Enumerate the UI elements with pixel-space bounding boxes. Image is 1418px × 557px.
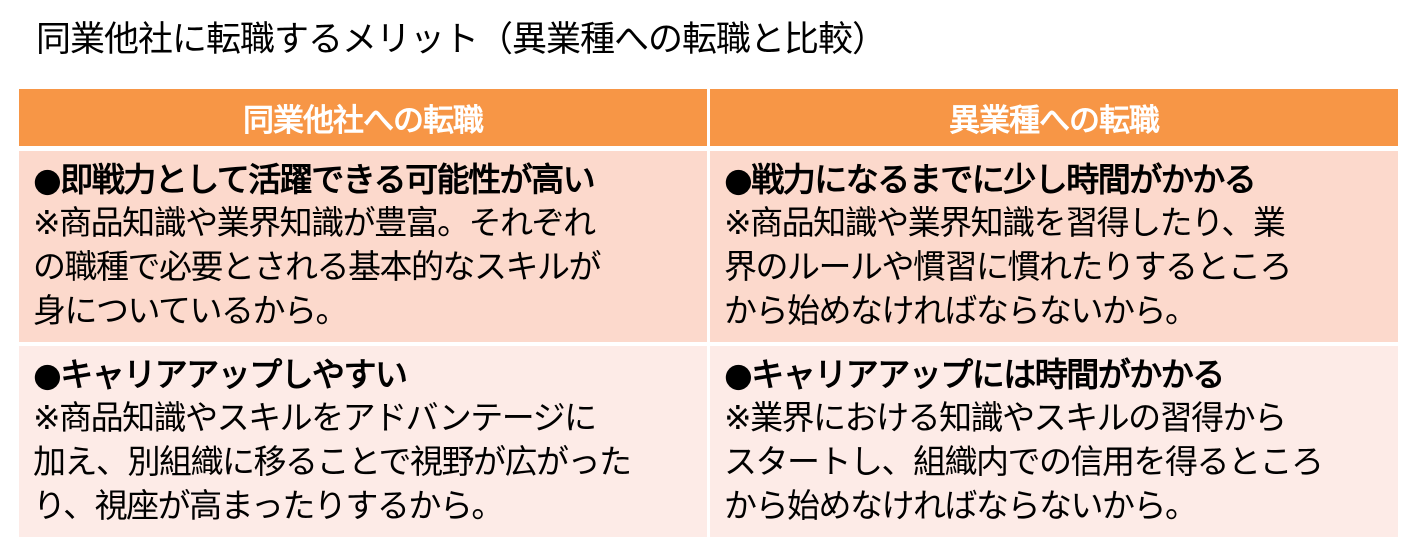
body-line: から始めなければならないから。 <box>724 486 1198 525</box>
cell-body: ※商品知識や業界知識を習得したり、業 界のルールや慣習に慣れたりするところ から… <box>724 201 1386 333</box>
table-row: ●即戦力として活躍できる可能性が高い ※商品知識や業界知識が豊富。それぞれ の職… <box>19 151 1398 342</box>
body-line: 界のルールや慣習に慣れたりするところ <box>724 247 1293 286</box>
comparison-table: 同業他社への転職 異業種への転職 ●即戦力として活躍できる可能性が高い ※商品知… <box>19 89 1398 537</box>
table-row: ●キャリアアップしやすい ※商品知識やスキルをアドバンテージに 加え、別組織に移… <box>19 346 1398 537</box>
cell-body: ※商品知識や業界知識が豊富。それぞれ の職種で必要とされる基本的なスキルが 身に… <box>33 201 695 333</box>
page-title: 同業他社に転職するメリット（異業種への転職と比較） <box>36 20 887 60</box>
header-same-industry: 同業他社への転職 <box>19 89 707 146</box>
cell-heading: ●戦力になるまでに少し時間がかかる <box>724 160 1257 199</box>
body-line: ※業界における知識やスキルの習得から <box>724 398 1287 437</box>
cell-heading: ●即戦力として活躍できる可能性が高い <box>33 160 596 199</box>
body-line: スタートし、組織内での信用を得るところ <box>724 442 1324 481</box>
header-different-industry: 異業種への転職 <box>710 89 1398 146</box>
body-line: の職種で必要とされる基本的なスキルが <box>33 247 602 286</box>
body-line: から始めなければならないから。 <box>724 291 1198 330</box>
cell-heading: ●キャリアアップしやすい <box>33 355 408 394</box>
cell-different-industry-takes-time: ●戦力になるまでに少し時間がかかる ※商品知識や業界知識を習得したり、業 界のル… <box>710 151 1398 342</box>
cell-different-industry-career-up-slow: ●キャリアアップには時間がかかる ※業界における知識やスキルの習得から スタート… <box>710 346 1398 537</box>
cell-heading: ●キャリアアップには時間がかかる <box>724 355 1225 394</box>
cell-body: ※商品知識やスキルをアドバンテージに 加え、別組織に移ることで視野が広がった り… <box>33 396 695 528</box>
cell-same-industry-immediate-contribution: ●即戦力として活躍できる可能性が高い ※商品知識や業界知識が豊富。それぞれ の職… <box>19 151 707 342</box>
body-line: ※商品知識や業界知識が豊富。それぞれ <box>33 203 596 242</box>
table-header-row: 同業他社への転職 異業種への転職 <box>19 89 1398 146</box>
cell-same-industry-career-up: ●キャリアアップしやすい ※商品知識やスキルをアドバンテージに 加え、別組織に移… <box>19 346 707 537</box>
body-line: ※商品知識や業界知識を習得したり、業 <box>724 203 1286 242</box>
body-line: 加え、別組織に移ることで視野が広がった <box>33 442 632 481</box>
body-line: り、視座が高まったりするから。 <box>33 486 504 525</box>
body-line: ※商品知識やスキルをアドバンテージに <box>33 398 597 437</box>
cell-body: ※業界における知識やスキルの習得から スタートし、組織内での信用を得るところ か… <box>724 396 1386 528</box>
body-line: 身についているから。 <box>33 291 349 330</box>
